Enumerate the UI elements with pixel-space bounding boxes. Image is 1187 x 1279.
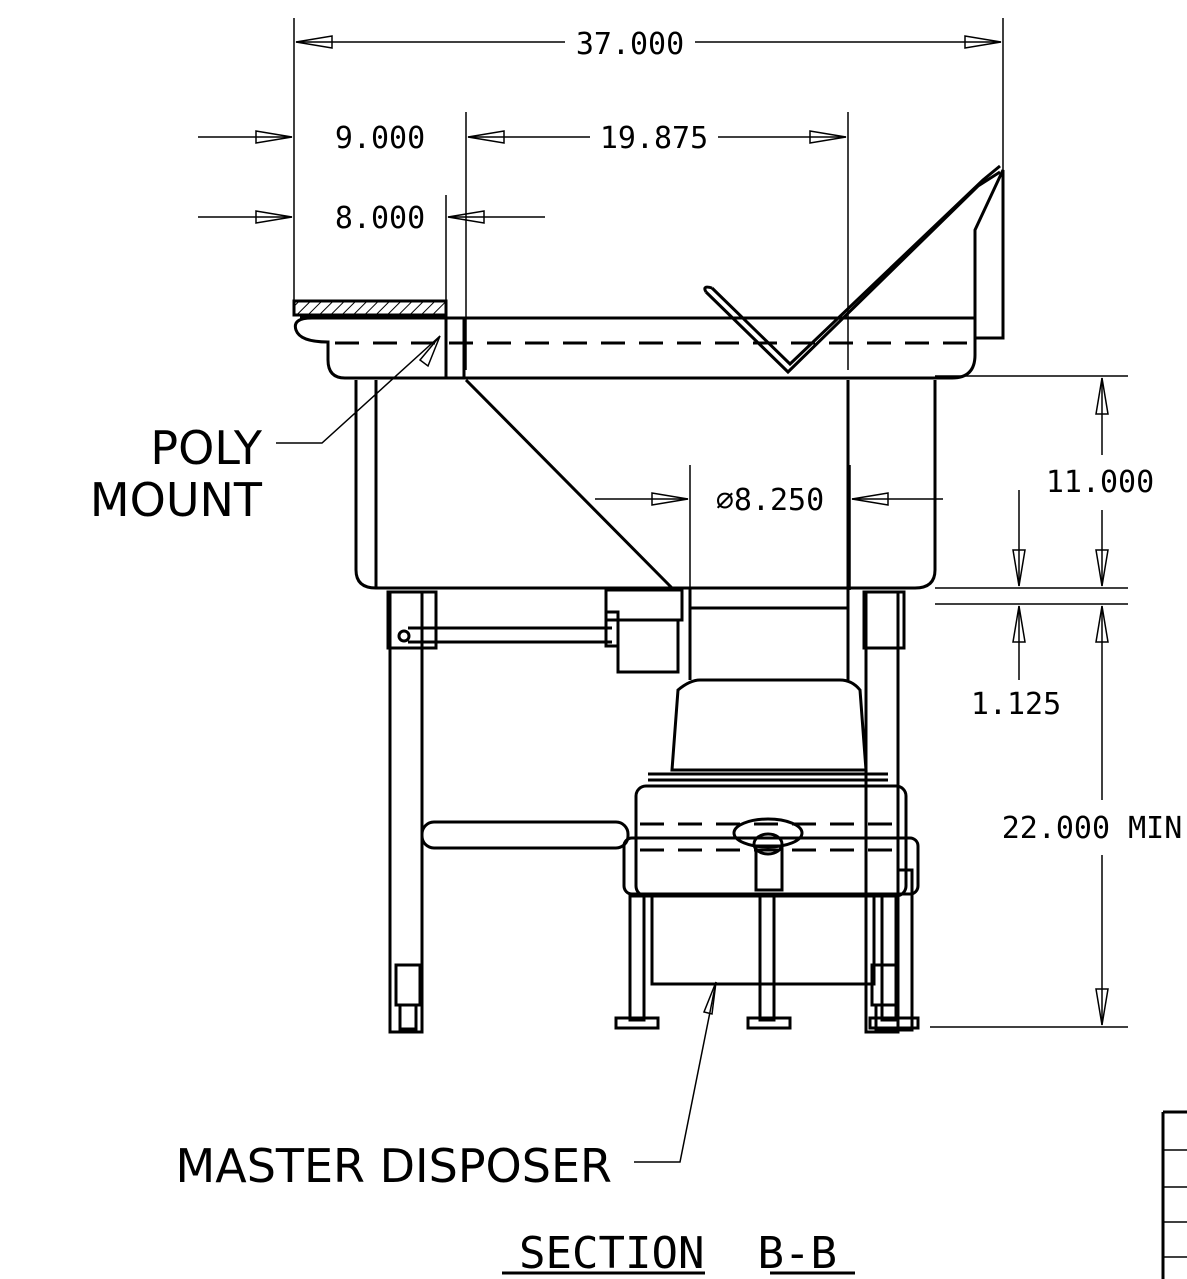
callout-labels: POLY MOUNT MASTER DISPOSER	[90, 421, 612, 1193]
legs-and-frame	[386, 588, 914, 1034]
dim-drain-diameter: ∅8.250	[716, 483, 824, 518]
dim-overall-width: 37.000	[576, 27, 684, 62]
section-title: SECTION B-B	[519, 1228, 837, 1279]
label-mount: MOUNT	[90, 473, 263, 527]
poly-mount-board	[292, 299, 448, 317]
dim-drain-offset: 1.125	[971, 687, 1061, 722]
dim-min-clearance: 22.000 MIN	[1002, 811, 1183, 846]
dim-bowl-depth: 11.000	[1046, 465, 1154, 500]
dim-drainboard-gap: 19.875	[600, 121, 708, 156]
master-disposer-unit	[614, 586, 920, 1030]
section-title-group: SECTION B-B	[502, 1228, 855, 1279]
dimension-labels: 37.000 9.000 19.875 8.000 11.000 ∅8.250 …	[335, 27, 1182, 846]
leader-lines	[276, 335, 717, 1163]
dim-poly-mount-offset: 8.000	[335, 201, 425, 236]
sink-body	[292, 164, 1005, 590]
dimension-lines	[198, 18, 1128, 1028]
label-master-disposer: MASTER DISPOSER	[176, 1139, 612, 1193]
label-poly: POLY	[150, 421, 262, 475]
title-block-fragment	[1161, 1110, 1187, 1279]
dim-left-offset: 9.000	[335, 121, 425, 156]
